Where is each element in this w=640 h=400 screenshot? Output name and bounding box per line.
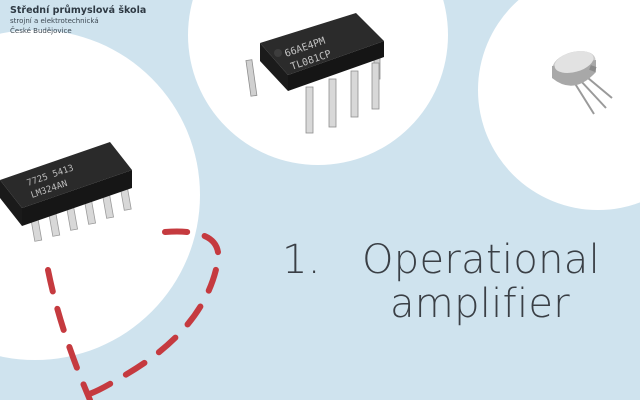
school-header: Střední průmyslová škola strojní a elekt… — [10, 4, 146, 36]
right-image-circle — [478, 0, 640, 210]
title-number: 1. — [282, 237, 321, 283]
school-subtitle: strojní a elektrotechnická — [10, 17, 99, 25]
middle-image-circle: 66AE4PM TL081CP — [188, 0, 448, 165]
dip8-chip-image: 66AE4PM TL081CP — [245, 13, 384, 134]
title-line-1: Operational — [362, 237, 600, 283]
left-image-circle: 7725 5413 LM324AN — [0, 30, 200, 360]
school-name: Střední průmyslová škola — [10, 5, 147, 16]
school-city: České Budějovice — [10, 26, 72, 35]
dip14-chip-image: 7725 5413 LM324AN — [0, 142, 132, 242]
to99-can-image — [552, 51, 613, 115]
title-line-2: amplifier — [390, 281, 571, 327]
